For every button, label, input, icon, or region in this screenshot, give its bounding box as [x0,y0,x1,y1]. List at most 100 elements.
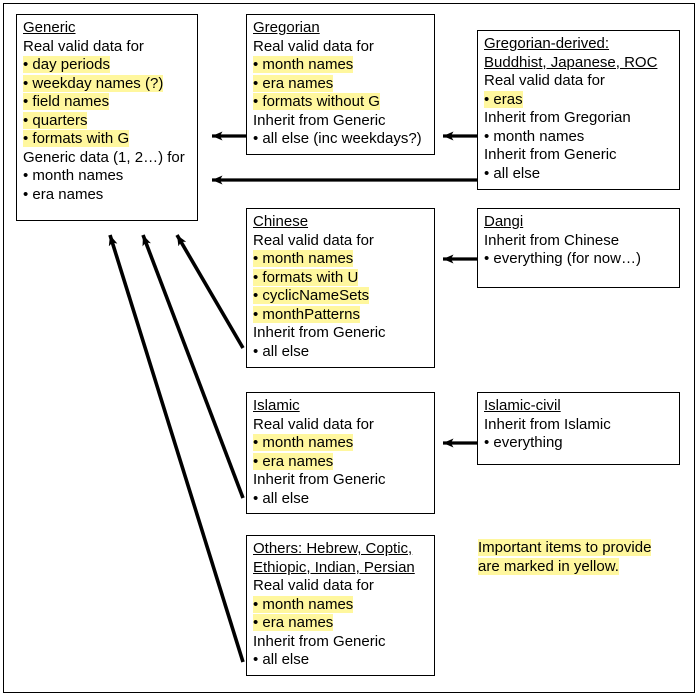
line-text: • all else [253,342,310,360]
line-text: • all else (inc weekdays?) [253,130,422,147]
box-line: • monthPatterns [253,305,429,325]
box-line: • weekday names (?) [23,74,192,94]
line-text: Gregorian [253,19,320,36]
line-text: are marked in yellow. [478,557,619,575]
line-text: Inherit from Gregorian [484,109,631,126]
line-text: Inherit from Islamic [484,415,611,433]
line-text: Real valid data for [23,37,144,55]
line-text: • month names [253,595,354,613]
line-text: • everything (for now…) [484,250,641,267]
line-text: Real valid data for [253,577,374,594]
line-text: • all else [484,164,541,182]
line-text: Important items to provide [478,539,652,556]
line-text: • formats with G [23,130,130,147]
box-line: • era names [253,452,429,472]
line-text: Real valid data for [253,415,374,433]
line-text: • all else [253,651,310,668]
box-line: • era names [253,74,429,94]
line-text: Chinese [253,213,309,230]
box-line: Real valid data for [253,416,429,435]
box-line: • all else [253,343,429,362]
line-text: Ethiopic, Indian, Persian [253,558,415,576]
box-line: Inherit from Generic [253,112,429,131]
box-line: Inherit from Generic [253,633,429,652]
line-text: • all else [253,489,310,507]
box-line: • all else [253,651,429,670]
line-text: Inherit from Generic [484,146,617,163]
box-line: • era names [253,614,429,633]
line-text: Others: Hebrew, Coptic, [253,540,413,557]
line-text: • day periods [23,56,110,73]
box-line: • month names [253,56,429,75]
line-text: Real valid data for [253,231,374,249]
line-text: • month names [253,56,354,73]
line-text: Generic data (1, 2…) for [23,148,185,166]
box-line: • era names [23,186,192,205]
box-line: • month names [484,128,674,147]
box-line: Real valid data for [484,72,674,91]
diagram-outer-frame [3,3,695,693]
box-line: • everything [484,434,674,453]
box-line: Real valid data for [253,232,429,251]
line-text: Real valid data for [484,72,605,89]
box-line: Inherit from Islamic [484,416,674,435]
box-line: • field names [23,93,192,112]
box-line: Real valid data for [253,577,429,596]
line-text: • era names [23,185,104,203]
box-line: • everything (for now…) [484,250,674,269]
line-text: • month names [253,250,354,267]
box-title-line: Ethiopic, Indian, Persian [253,559,429,578]
box-line: Inherit from Generic [484,146,674,165]
box-gregorian-derived[interactable]: Gregorian-derived:Buddhist, Japanese, RO… [477,30,680,190]
box-line: Inherit from Gregorian [484,109,674,128]
box-line: Real valid data for [23,38,192,57]
box-title-line: Gregorian-derived: [484,35,674,54]
line-text: Inherit from Generic [253,632,386,650]
box-line: Inherit from Chinese [484,232,674,251]
box-line: • month names [253,250,429,269]
box-title-line: Dangi [484,213,674,232]
line-text: Islamic [253,397,300,414]
line-text: • month names [484,127,585,145]
legend-line: Important items to provide [478,538,678,557]
box-title-line: Buddhist, Japanese, ROC [484,54,674,73]
line-text: Gregorian-derived: [484,35,610,52]
line-text: • eras [484,90,523,108]
line-text: Generic [23,19,76,36]
box-line: • month names [253,434,429,453]
box-line: • day periods [23,56,192,75]
box-line: • month names [253,595,429,615]
box-title-line: Chinese [253,213,429,232]
box-title-line: Islamic-civil [484,397,674,416]
line-text: Islamic-civil [484,397,561,414]
line-text: • era names [253,74,334,92]
box-line: • cyclicNameSets [253,287,429,306]
box-line: Real valid data for [253,38,429,57]
line-text: Buddhist, Japanese, ROC [484,53,658,71]
line-text: • everything [484,434,563,451]
line-text: Real valid data for [253,37,374,55]
line-text: • quarters [23,111,88,129]
box-line: Inherit from Generic [253,324,429,343]
box-line: • all else [253,490,429,509]
box-line: • month names [23,167,192,186]
line-text: Inherit from Chinese [484,231,620,249]
box-line: • quarters [23,111,192,131]
legend-line: are marked in yellow. [478,557,678,576]
box-line: • all else (inc weekdays?) [253,130,429,149]
line-text: • month names [23,167,124,184]
box-title-line: Generic [23,19,192,38]
line-text: • formats without G [253,93,380,110]
box-others[interactable]: Others: Hebrew, Coptic,Ethiopic, Indian,… [246,535,435,676]
line-text: • era names [253,614,334,631]
box-line: • all else [484,165,674,184]
box-line: Generic data (1, 2…) for [23,149,192,168]
